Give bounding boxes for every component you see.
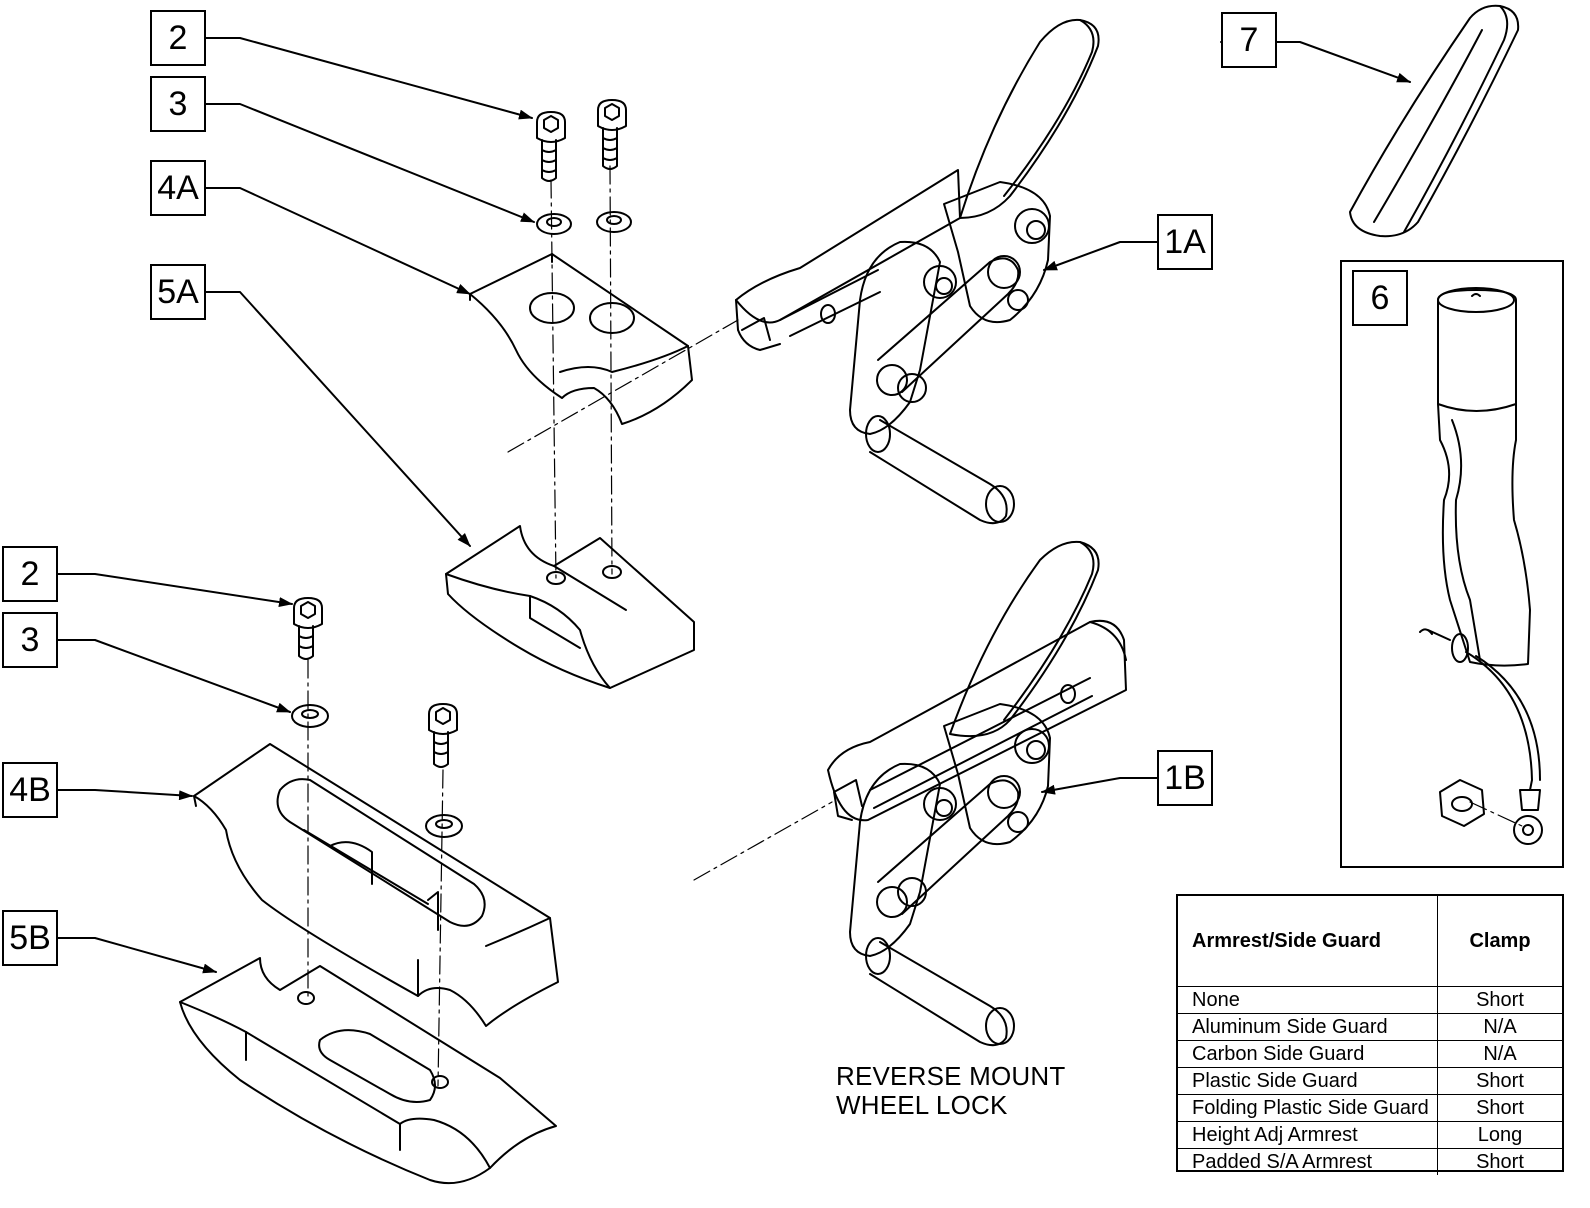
callout-6: 6 <box>1352 270 1408 326</box>
callout-1b: 1B <box>1157 750 1213 806</box>
clamp-table: Armrest/Side Guard Clamp None Short Alum… <box>1176 894 1564 1175</box>
extension-handle-6 <box>1419 287 1543 845</box>
header-armrest: Armrest/Side Guard <box>1178 896 1438 987</box>
row-armrest: None <box>1178 986 1438 1014</box>
callout-7: 7 <box>1221 12 1277 68</box>
callout-5b: 5B <box>2 910 58 966</box>
row-clamp: Short <box>1437 986 1562 1014</box>
callout-4b: 4B <box>2 762 58 818</box>
reverse-mount-caption: REVERSE MOUNT WHEEL LOCK <box>836 1062 1065 1120</box>
table-row: Height Adj Armrest Long <box>1178 1121 1562 1149</box>
callout-2-top: 2 <box>150 10 206 66</box>
table-row: Padded S/A Armrest Short <box>1178 1148 1562 1175</box>
row-clamp: N/A <box>1437 1040 1562 1068</box>
table-row: Carbon Side Guard N/A <box>1178 1040 1562 1068</box>
row-armrest: Padded S/A Armrest <box>1178 1148 1438 1175</box>
row-armrest: Plastic Side Guard <box>1178 1067 1438 1095</box>
caption-line-2: WHEEL LOCK <box>836 1090 1008 1120</box>
table-row: Aluminum Side Guard N/A <box>1178 1013 1562 1041</box>
row-armrest: Carbon Side Guard <box>1178 1040 1438 1068</box>
bolt-bottom-left <box>293 597 323 660</box>
washers-top <box>536 211 632 235</box>
row-armrest: Height Adj Armrest <box>1178 1121 1438 1149</box>
clamp-5a <box>445 525 695 689</box>
row-clamp: Short <box>1437 1148 1562 1175</box>
header-clamp: Clamp <box>1437 896 1562 987</box>
row-clamp: Long <box>1437 1121 1562 1149</box>
part-6-inset-frame <box>1340 260 1564 868</box>
row-clamp: Short <box>1437 1094 1562 1122</box>
table-row: Plastic Side Guard Short <box>1178 1067 1562 1095</box>
clamp-4b <box>193 743 559 1027</box>
caption-line-1: REVERSE MOUNT <box>836 1061 1066 1091</box>
bolt-top-right <box>597 99 627 170</box>
washers-bottom <box>291 704 463 838</box>
row-armrest: Aluminum Side Guard <box>1178 1013 1438 1041</box>
row-clamp: Short <box>1437 1067 1562 1095</box>
callout-2-bottom: 2 <box>2 546 58 602</box>
clamp-4a <box>469 253 693 425</box>
table-row: Folding Plastic Side Guard Short <box>1178 1094 1562 1122</box>
wheel-lock-1b <box>827 540 1127 1047</box>
callout-3-top: 3 <box>150 76 206 132</box>
wheel-lock-1a <box>735 18 1100 525</box>
centerlines <box>307 165 1523 1087</box>
bolt-top-left <box>536 111 566 182</box>
clamp-5b <box>179 957 557 1185</box>
row-armrest: Folding Plastic Side Guard <box>1178 1094 1438 1122</box>
bolt-bottom-right <box>428 703 458 768</box>
row-clamp: N/A <box>1437 1013 1562 1041</box>
callout-3-bottom: 3 <box>2 612 58 668</box>
callout-4a: 4A <box>150 160 206 216</box>
table-row: None Short <box>1178 986 1562 1014</box>
callout-1a: 1A <box>1157 214 1213 270</box>
leader-lines <box>56 37 1411 974</box>
pad-7 <box>1349 4 1520 238</box>
callout-5a: 5A <box>150 264 206 320</box>
